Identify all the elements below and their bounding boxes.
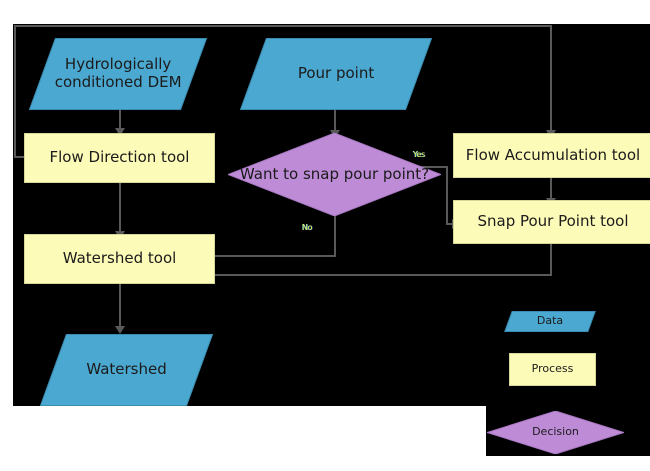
legend-item-process: Process — [509, 353, 596, 386]
connector-dem-to-flow-accumulation-horizontal — [14, 25, 552, 27]
node-watershed[interactable]: Watershed — [39, 334, 214, 406]
node-label: Snap Pour Point tool — [477, 212, 629, 231]
connector-no-horizontal — [128, 255, 336, 257]
connector-watershed-tool-to-watershed — [119, 284, 121, 328]
node-hydrologically-conditioned-dem[interactable]: Hydrologically conditioned DEM — [28, 38, 208, 110]
legend-decision-diamond-shape — [487, 411, 624, 454]
connector-yes-into-snap — [446, 223, 454, 225]
node-snap-pour-point-tool[interactable]: Snap Pour Point tool — [453, 200, 650, 244]
legend-label: Data — [536, 314, 564, 328]
connector-pour-point-to-decision — [334, 110, 336, 132]
connector-dem-to-flow-direction — [119, 110, 121, 130]
node-label: Want to snap pour point? — [239, 164, 430, 183]
edge-label-no: No — [302, 223, 313, 232]
node-want-to-snap-pour-point[interactable]: Want to snap pour point? — [228, 133, 441, 216]
connector-flow-direction-to-watershed-tool — [119, 183, 121, 233]
node-label: Watershed tool — [62, 249, 177, 268]
connector-yes-vertical — [446, 166, 448, 224]
decision-diamond-shape — [228, 133, 441, 216]
connector-snap-to-watershed-tool-vertical — [550, 244, 552, 275]
connector-left-rail-vertical — [14, 25, 16, 157]
node-watershed-tool[interactable]: Watershed tool — [24, 234, 215, 284]
legend-label: Decision — [532, 425, 579, 439]
connector-left-rail-into-flow-direction — [14, 156, 25, 158]
connector-dem-to-flow-accumulation-vertical — [550, 25, 552, 132]
node-label: Hydrologically conditioned DEM — [54, 55, 182, 91]
node-label: Pour point — [297, 64, 375, 83]
connector-yes-horizontal — [415, 166, 448, 168]
edge-label-yes: Yes — [413, 150, 426, 159]
arrowhead-into-flow-direction — [115, 128, 125, 136]
legend-item-data: Data — [504, 311, 596, 332]
legend-item-decision: Decision — [487, 411, 624, 454]
node-flow-accumulation-tool[interactable]: Flow Accumulation tool — [453, 133, 650, 178]
arrowhead-into-watershed — [115, 326, 125, 334]
node-pour-point[interactable]: Pour point — [239, 38, 433, 110]
node-label: Flow Accumulation tool — [465, 145, 641, 164]
node-label: Flow Direction tool — [49, 148, 190, 167]
legend-label: Process — [531, 362, 574, 376]
node-flow-direction-tool[interactable]: Flow Direction tool — [24, 133, 215, 183]
connector-flow-accumulation-to-snap — [550, 178, 552, 200]
node-label: Watershed — [86, 360, 167, 379]
connector-snap-to-watershed-tool-horizontal — [128, 274, 552, 276]
connector-no-vertical — [334, 215, 336, 256]
